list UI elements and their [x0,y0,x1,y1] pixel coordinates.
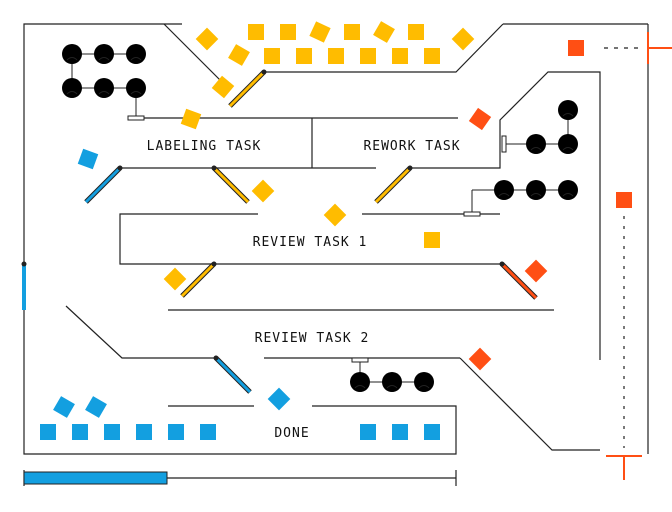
task-item [264,48,280,64]
task-item [53,396,75,418]
orange-items [468,40,632,371]
task-item [424,48,440,64]
person-icon [125,43,147,65]
task-item [424,232,440,248]
task-item [392,48,408,64]
person-icon [525,179,547,201]
person-icon [125,77,147,99]
person-icon [93,77,115,99]
review1-left-wall [119,213,258,265]
gate-rework [374,165,413,204]
rework-team [501,99,579,155]
gate-review1-left [180,261,217,298]
gate-review2 [213,355,252,394]
task-item [77,148,99,170]
task-item [211,75,235,99]
task-item [468,107,492,131]
task-item [251,179,275,203]
task-item [200,424,216,440]
task-item [524,259,548,283]
labeling-team [61,43,147,121]
gate-review1-right [499,261,538,300]
task-item [424,424,440,440]
task-item [392,424,408,440]
task-item [168,424,184,440]
task-item [568,40,584,56]
task-item [228,44,250,66]
review-task-1-label: REVIEW TASK 1 [253,235,368,250]
gate-labeling-left [84,165,123,204]
done-label: DONE [274,426,309,441]
task-item [309,21,331,43]
person-icon [381,371,403,393]
left-accent-dot [21,261,27,267]
gate-top [228,69,267,108]
person-icon [557,179,579,201]
person-icon [525,133,547,155]
progress-bar [23,470,457,486]
task-item [267,387,291,411]
task-item [360,424,376,440]
task-item [136,424,152,440]
task-item [40,424,56,440]
task-item [248,24,264,40]
task-item [104,424,120,440]
review2-team [349,357,435,393]
task-item [180,108,202,130]
gates [84,69,538,394]
task-item [451,27,475,51]
top-funnel-left [163,23,221,81]
progress-fill [23,471,168,485]
gate-labeling-right [211,165,250,204]
task-item [296,48,312,64]
task-item [468,347,492,371]
rework-task-label: REWORK TASK [363,139,460,154]
person-icon [557,99,579,121]
yellow-items [163,21,475,291]
blue-items [40,148,440,440]
person-icon [413,371,435,393]
task-item [280,24,296,40]
person-icon [93,43,115,65]
person-icon [61,77,83,99]
top-funnel-right [264,23,504,73]
task-item [328,48,344,64]
exit-wall [459,357,600,451]
rework-right-wall [410,71,601,360]
task-item [163,267,187,291]
review-task-2-label: REVIEW TASK 2 [255,331,370,346]
orange-track-bottom [606,216,642,480]
orange-track-top [604,32,672,64]
person-icon [493,179,515,201]
task-item [323,203,347,227]
outer-wall [23,23,457,455]
task-item [85,396,107,418]
task-item [344,24,360,40]
task-item [408,24,424,40]
person-icon [349,371,371,393]
task-item [360,48,376,64]
labeling-task-label: LABELING TASK [147,139,262,154]
person-icon [61,43,83,65]
review1-team [463,179,579,217]
task-item [616,192,632,208]
review2-left-funnel [65,305,216,359]
person-icon [557,133,579,155]
task-item [72,424,88,440]
task-item [195,27,219,51]
task-item [373,21,395,43]
